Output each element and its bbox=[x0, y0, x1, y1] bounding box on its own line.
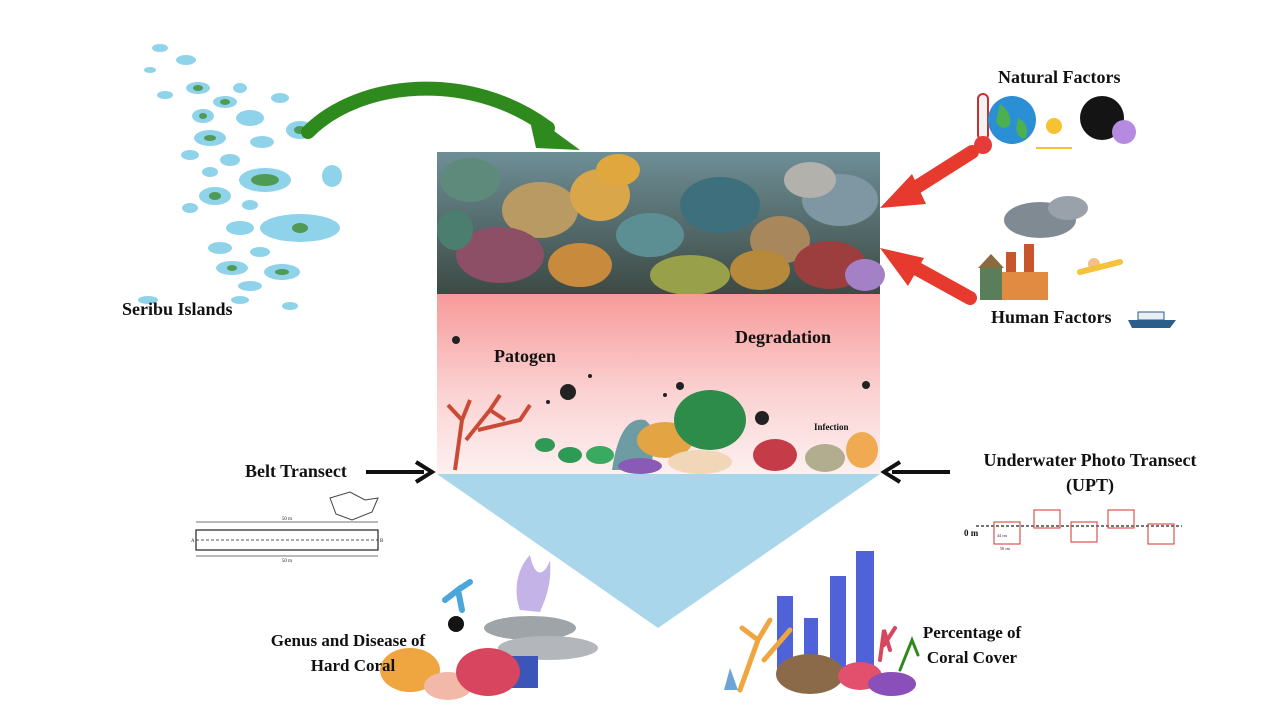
upt-label: Underwater Photo Transect (UPT) bbox=[950, 448, 1230, 498]
belt-bottom-measure: 50 m bbox=[282, 559, 292, 564]
upt-origin: 0 m bbox=[964, 528, 979, 538]
genus-disease-line2: Hard Coral bbox=[310, 656, 396, 675]
seribu-islands-map bbox=[138, 44, 342, 310]
upt-frame-height: 58 cm bbox=[1000, 546, 1011, 551]
arrow-belt-transect bbox=[366, 460, 436, 484]
infection-label: Infection bbox=[814, 422, 849, 432]
natural-factors-icons bbox=[974, 93, 1136, 154]
reef-banner bbox=[437, 152, 885, 295]
human-factors-icons bbox=[978, 196, 1176, 328]
coral-cover-line1: Percentage of bbox=[922, 623, 1022, 642]
belt-transect-schematic: 50 m 50 m A B bbox=[191, 491, 384, 564]
cover-bar-3 bbox=[830, 576, 846, 676]
hard-coral-illustration bbox=[380, 555, 598, 700]
degradation-label: Degradation bbox=[735, 327, 831, 347]
human-factors-label: Human Factors bbox=[991, 307, 1112, 327]
belt-top-measure: 50 m bbox=[282, 517, 292, 522]
degradation-panel bbox=[437, 294, 880, 474]
cover-bar-4 bbox=[856, 551, 874, 676]
genus-disease-label: Genus and Disease of Hard Coral bbox=[258, 628, 438, 678]
upt-label-line1: Underwater Photo Transect bbox=[983, 450, 1197, 470]
belt-transect-label: Belt Transect bbox=[245, 461, 347, 481]
belt-end-mark-right: B bbox=[380, 539, 384, 544]
coral-cover-line2: Coral Cover bbox=[926, 648, 1018, 667]
pathogen-virus-icons bbox=[452, 336, 870, 425]
patogen-label: Patogen bbox=[494, 346, 556, 366]
green-arrow bbox=[301, 81, 580, 150]
coral-cover-illustration bbox=[724, 551, 920, 696]
analysis-funnel bbox=[437, 474, 880, 628]
genus-disease-line1: Genus and Disease of bbox=[270, 631, 426, 650]
red-arrow-human bbox=[880, 248, 977, 305]
arrow-upt bbox=[880, 460, 950, 484]
coral-cover-label: Percentage of Coral Cover bbox=[910, 620, 1034, 670]
seribu-islands-label: Seribu Islands bbox=[122, 299, 233, 319]
belt-end-mark-left: A bbox=[191, 539, 195, 544]
upt-label-line2: (UPT) bbox=[1066, 475, 1114, 495]
bottom-corals bbox=[446, 390, 878, 474]
red-arrow-natural bbox=[880, 145, 979, 208]
upt-schematic: 0 m 44 cm 58 cm bbox=[964, 509, 1182, 551]
upt-frame-width: 44 cm bbox=[997, 533, 1008, 538]
natural-factors-label: Natural Factors bbox=[998, 67, 1121, 87]
